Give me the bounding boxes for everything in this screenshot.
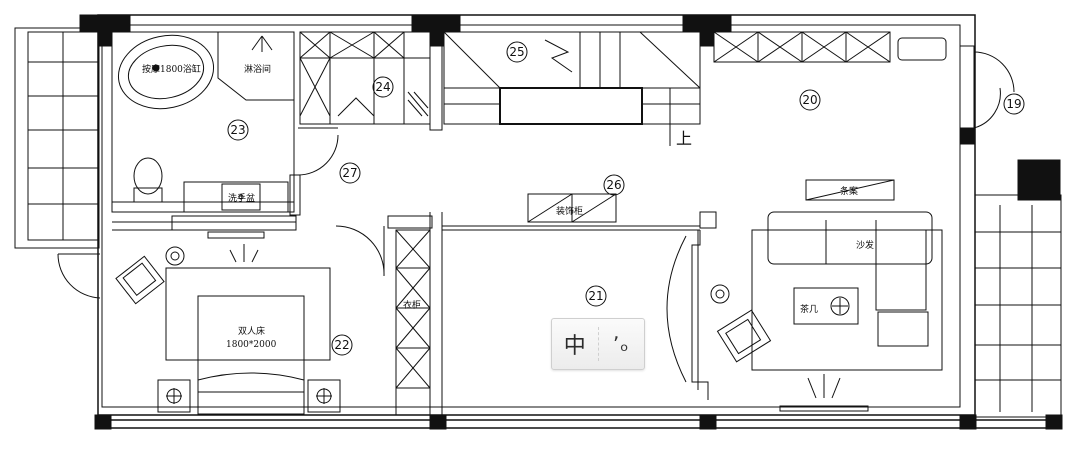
bed-size-label: 1800*2000 xyxy=(226,340,277,350)
ime-mode-button[interactable]: 中 xyxy=(552,319,598,369)
living-top-cabinet xyxy=(713,31,947,63)
wardrobe xyxy=(395,229,431,416)
staircase xyxy=(429,31,701,146)
bed-label: 双人床 xyxy=(238,325,265,337)
svg-text:25: 25 xyxy=(509,45,524,59)
tea-table-label: 茶几 xyxy=(800,303,818,315)
shower-label: 淋浴间 xyxy=(244,63,271,75)
svg-text:26: 26 xyxy=(606,178,621,192)
room-marker-26: 26 xyxy=(603,174,625,196)
svg-text:23: 23 xyxy=(230,123,245,137)
bathroom xyxy=(111,31,295,213)
basin-label: 洗手盆 xyxy=(228,192,255,204)
svg-text:22: 22 xyxy=(334,338,349,352)
up-arrow-label: 上 xyxy=(676,129,692,148)
room-marker-20: 20 xyxy=(799,89,821,111)
outer-walls xyxy=(79,14,1063,430)
room-marker-22: 22 xyxy=(331,334,353,356)
room-marker-21: 21 xyxy=(585,285,607,307)
ime-toolbar[interactable]: 中 ʼₒ xyxy=(551,318,645,370)
ime-punct-button[interactable]: ʼₒ xyxy=(599,319,645,369)
entry-door xyxy=(959,45,1015,129)
wardrobe-label: 衣柜 xyxy=(403,299,421,311)
svg-text:21: 21 xyxy=(588,289,603,303)
left-balcony xyxy=(14,27,100,249)
svg-text:19: 19 xyxy=(1006,97,1021,111)
hall-cabinet xyxy=(299,31,431,125)
room-marker-25: 25 xyxy=(506,41,528,63)
furniture-labels: 按摩1800浴缸 淋浴间 洗手盆 装饰柜 条案 沙发 茶几 双人床 1800*2… xyxy=(142,63,874,350)
svg-text:27: 27 xyxy=(342,166,357,180)
bedroom-furniture xyxy=(115,231,341,415)
room-marker-19: 19 xyxy=(1003,93,1025,115)
room-marker-27: 27 xyxy=(339,162,361,184)
svg-text:24: 24 xyxy=(375,80,390,94)
living-furniture xyxy=(710,179,943,412)
ime-mode-label: 中 xyxy=(563,334,586,359)
display-cabinet-label: 装饰柜 xyxy=(556,205,583,217)
room-marker-23: 23 xyxy=(227,119,249,141)
room-marker-24: 24 xyxy=(372,76,394,98)
display-cabinet xyxy=(527,193,617,223)
room-markers: 19 20 21 22 23 24 25 26 xyxy=(227,41,1025,356)
ime-separator xyxy=(597,327,599,361)
bathtub-label: 按摩1800浴缸 xyxy=(142,63,201,75)
sofa-label: 沙发 xyxy=(856,239,874,251)
side-table-label: 条案 xyxy=(840,185,858,197)
svg-text:20: 20 xyxy=(802,93,817,107)
right-balcony xyxy=(974,159,1062,418)
ime-punct-label: ʼₒ xyxy=(612,332,630,356)
door-swings xyxy=(57,127,385,299)
